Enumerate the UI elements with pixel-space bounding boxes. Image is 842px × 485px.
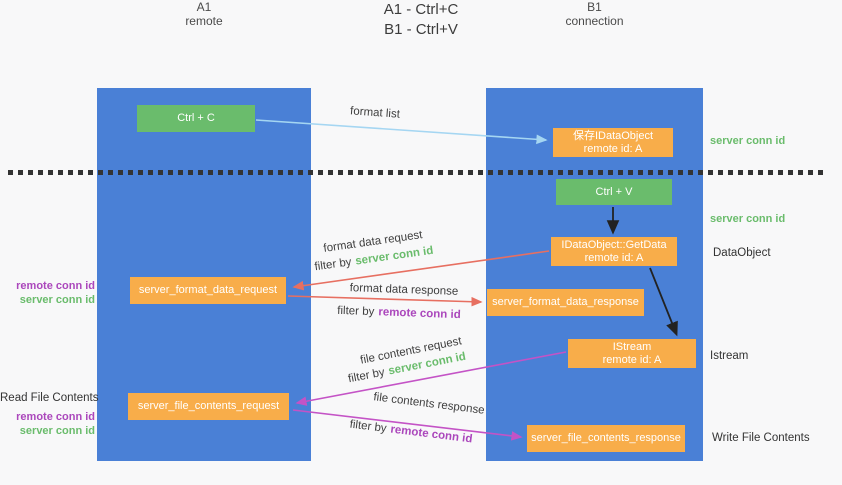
right-label-istream: Istream bbox=[710, 350, 749, 362]
flow-label-format-list: format list bbox=[349, 105, 401, 121]
right-label-write-file-contents: Write File Contents bbox=[712, 432, 810, 444]
node-file-request-label: server_file_contents_request bbox=[137, 400, 280, 412]
node-getdata-line2: remote id: A bbox=[584, 251, 644, 264]
node-save-idataobject-line1: 保存IDataObject bbox=[572, 129, 654, 142]
node-ctrl-v-label: Ctrl + V bbox=[595, 185, 633, 198]
lane-a1-subtitle: remote bbox=[185, 14, 223, 28]
left-label-server-conn-id-1: server conn id bbox=[19, 294, 95, 306]
lane-a1-name: A1 bbox=[196, 0, 212, 14]
flow-label-filter-remote-conn-id-1: filter by remote conn id bbox=[337, 304, 461, 322]
node-ctrl-v: Ctrl + V bbox=[556, 179, 672, 205]
flow-label-filter-remote-conn-id-2: filter by remote conn id bbox=[348, 418, 474, 446]
node-server-format-data-request: server_format_data_request bbox=[130, 277, 286, 304]
right-label-server-conn-id-mid: server conn id bbox=[710, 213, 786, 225]
node-server-file-contents-response: server_file_contents_response bbox=[527, 425, 685, 452]
left-label-server-conn-id-2: server conn id bbox=[19, 425, 95, 437]
node-format-request-label: server_format_data_request bbox=[138, 284, 278, 296]
node-server-format-data-response: server_format_data_response bbox=[487, 289, 644, 316]
node-getdata-line1: IDataObject::GetData bbox=[561, 238, 667, 251]
node-format-response-label: server_format_data_response bbox=[492, 296, 639, 308]
lane-b1-subtitle: connection bbox=[565, 14, 624, 28]
phase-divider-dotted-line bbox=[8, 170, 823, 175]
lane-header-b1: B1 connection bbox=[486, 0, 703, 28]
right-label-dataobject: DataObject bbox=[713, 247, 771, 259]
node-server-file-contents-request: server_file_contents_request bbox=[128, 393, 289, 420]
page-title: A1 - Ctrl+C B1 - Ctrl+V bbox=[0, 0, 842, 40]
node-idataobject-getdata: IDataObject::GetData remote id: A bbox=[551, 237, 677, 266]
node-istream-line2: remote id: A bbox=[602, 353, 662, 366]
left-label-remote-conn-id-1: remote conn id bbox=[16, 280, 95, 292]
node-file-response-label: server_file_contents_response bbox=[531, 432, 681, 444]
node-ctrl-c-label: Ctrl + C bbox=[177, 112, 215, 124]
left-label-remote-conn-id-2: remote conn id bbox=[16, 411, 95, 423]
node-save-idataobject-line2: remote id: A bbox=[583, 142, 643, 155]
node-ctrl-c: Ctrl + C bbox=[137, 105, 255, 132]
node-save-idataobject: 保存IDataObject remote id: A bbox=[553, 128, 673, 157]
right-label-server-conn-id-top: server conn id bbox=[710, 135, 786, 147]
node-istream-line1: IStream bbox=[612, 340, 652, 353]
left-label-read-file-contents: Read File Contents bbox=[0, 392, 99, 404]
title-line-ctrl-v: B1 - Ctrl+V bbox=[384, 21, 458, 38]
flow-label-format-data-response: format data response bbox=[349, 282, 459, 298]
title-line-ctrl-c: A1 - Ctrl+C bbox=[383, 1, 459, 18]
lane-b1-name: B1 bbox=[587, 0, 602, 14]
flow-label-file-contents-response: file contents response bbox=[372, 391, 486, 417]
node-istream: IStream remote id: A bbox=[568, 339, 696, 368]
lane-header-a1: A1 remote bbox=[97, 0, 311, 28]
